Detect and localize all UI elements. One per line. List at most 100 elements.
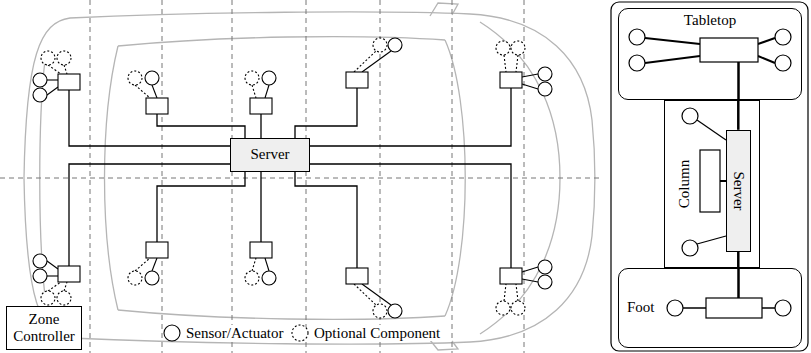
line-shape	[522, 84, 538, 89]
circle-shape	[33, 73, 47, 87]
path-shape	[260, 172, 261, 242]
zone-grid	[0, 0, 600, 353]
line-shape	[452, 0, 453, 353]
desk-drawing	[611, 2, 808, 351]
line-shape	[697, 236, 726, 244]
circle-shape	[629, 55, 645, 71]
circle-shape	[145, 71, 159, 85]
line-shape	[306, 0, 307, 353]
line-shape	[645, 56, 700, 63]
circle-shape	[511, 41, 525, 55]
rect-shape	[146, 98, 168, 114]
rect-shape	[250, 98, 272, 114]
line-shape	[737, 62, 740, 100]
car-outline	[24, 3, 595, 350]
rect-shape	[58, 74, 80, 90]
node-label: Server	[250, 146, 289, 163]
server-box: Server	[230, 138, 310, 172]
line-shape	[362, 51, 391, 72]
legend-text: Optional Component	[312, 325, 442, 341]
circle-shape	[57, 51, 71, 65]
circle-shape	[538, 82, 552, 96]
line-shape	[152, 85, 157, 98]
path-shape	[69, 90, 230, 146]
rect-shape	[346, 72, 368, 88]
line-shape	[737, 268, 740, 298]
line-shape	[135, 85, 150, 98]
path-shape	[310, 164, 511, 268]
circle-shape	[164, 325, 180, 341]
legend-text: Zone Controller	[10, 311, 78, 346]
circle-shape	[388, 38, 402, 52]
circle-shape	[373, 38, 387, 52]
line-shape	[758, 56, 775, 63]
line-shape	[522, 74, 538, 77]
circle-shape	[682, 108, 698, 124]
tabletop-region: Tabletop	[618, 8, 802, 100]
zone-components	[33, 38, 552, 114]
zone-components-lower	[33, 242, 552, 318]
line-shape	[354, 51, 376, 72]
circle-shape	[496, 41, 510, 55]
line-shape	[90, 0, 91, 353]
line-shape	[265, 85, 269, 98]
server-box: Server	[726, 130, 751, 252]
legend-item: Optional Component	[312, 324, 442, 342]
circle-shape	[128, 71, 142, 85]
line-shape	[762, 307, 775, 309]
line-shape	[380, 0, 381, 353]
legend-item: Sensor/Actuator	[184, 324, 285, 342]
circle-shape	[292, 325, 308, 341]
circle-shape	[33, 88, 47, 102]
server-wires	[69, 88, 511, 268]
circle-shape	[262, 71, 276, 85]
legend-text: Sensor/Actuator	[184, 325, 285, 341]
circle-shape	[629, 29, 645, 45]
circle-shape	[667, 300, 683, 316]
rect-shape	[700, 150, 720, 212]
bus-line	[737, 252, 740, 268]
legend-samples	[164, 325, 308, 341]
circle-shape	[245, 71, 259, 85]
circle-shape	[538, 67, 552, 81]
line-shape	[47, 87, 58, 95]
legend-box: Zone Controller	[6, 306, 82, 350]
line-shape	[64, 65, 67, 74]
circle-shape	[682, 240, 698, 256]
node-label: Column	[676, 160, 693, 208]
path-shape	[157, 114, 245, 138]
line-shape	[645, 38, 700, 44]
bus-line	[737, 100, 740, 130]
circle-shape	[775, 55, 791, 71]
line-shape	[683, 307, 706, 309]
circle-shape	[775, 29, 791, 45]
path-shape	[157, 172, 245, 242]
path-shape	[260, 114, 261, 138]
rect-shape	[611, 2, 808, 351]
foot-region: Foot	[618, 268, 802, 348]
line-shape	[504, 55, 506, 72]
rect-shape	[706, 298, 762, 318]
line-shape	[697, 120, 726, 140]
rect-shape	[700, 38, 758, 62]
circle-shape	[775, 300, 791, 316]
line-shape	[47, 79, 58, 80]
line-shape	[0, 178, 600, 179]
line-shape	[758, 38, 775, 44]
path-shape	[430, 3, 458, 16]
line-shape	[48, 65, 61, 74]
line-shape	[516, 55, 518, 72]
line-shape	[232, 0, 233, 353]
rect-shape	[500, 72, 522, 88]
node-label: Server	[730, 171, 747, 210]
line-shape	[162, 0, 163, 353]
path-shape	[295, 88, 357, 138]
path-shape	[295, 172, 357, 268]
column-region: Column Server	[664, 100, 760, 268]
node-label: Foot	[627, 299, 655, 316]
path-shape	[310, 88, 511, 146]
path-shape	[430, 340, 458, 350]
line-shape	[252, 85, 256, 98]
circle-shape	[41, 51, 55, 65]
